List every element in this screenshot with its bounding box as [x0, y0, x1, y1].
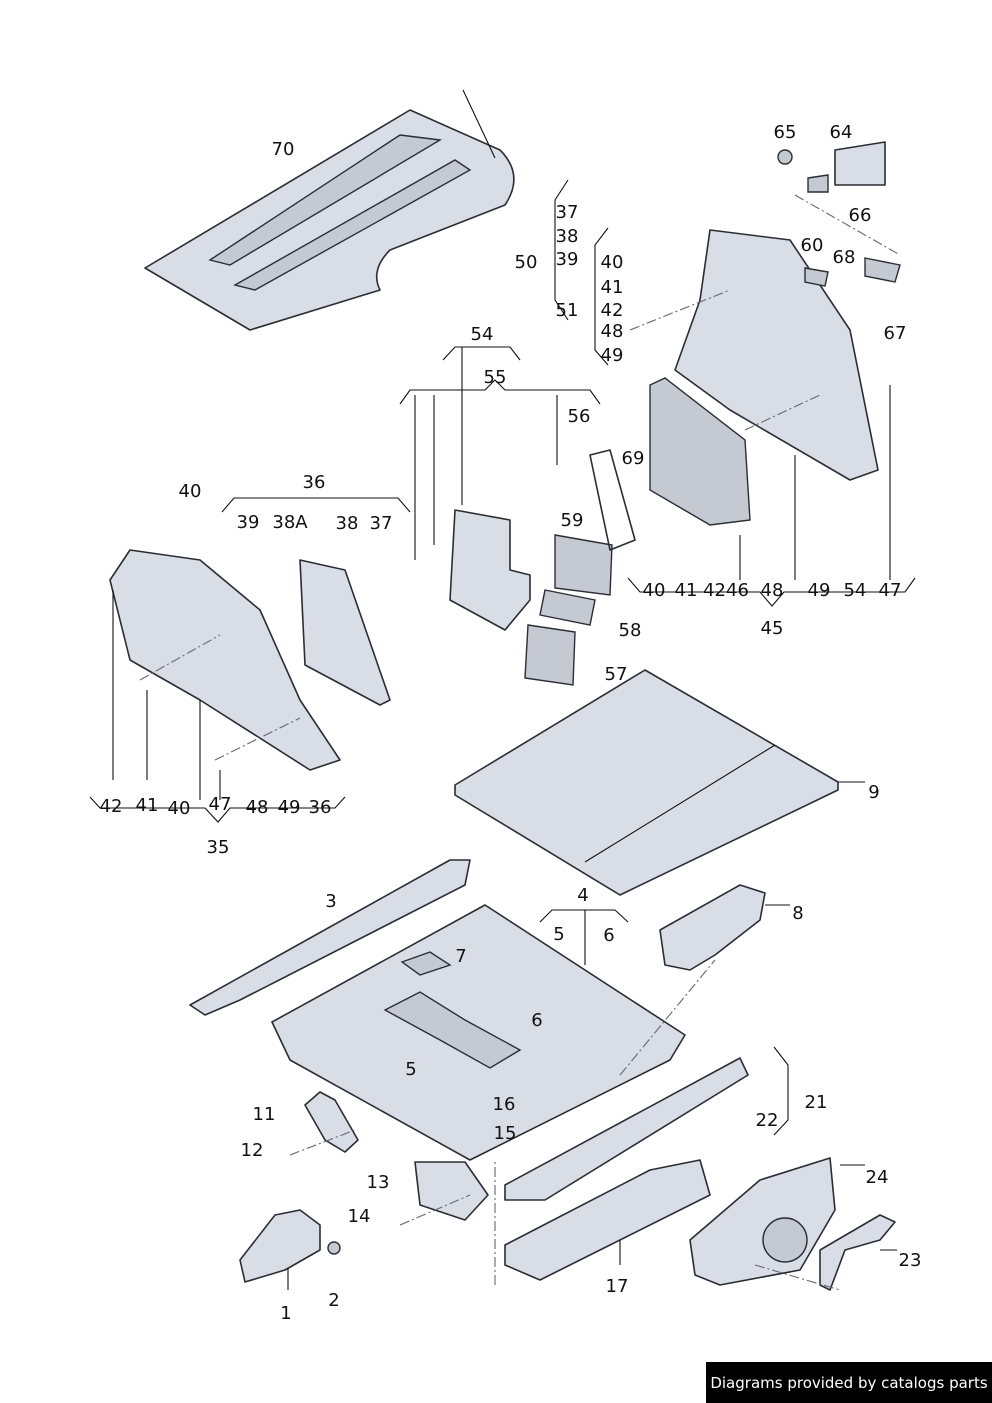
part-number-label[interactable]: 36 [302, 472, 326, 493]
part-number-label[interactable]: 13 [366, 1172, 390, 1193]
part-number-label[interactable]: 35 [206, 837, 230, 858]
part-number-label[interactable]: 41 [674, 580, 698, 601]
part-number-label[interactable]: 38 [555, 226, 579, 247]
part-number-label[interactable]: 70 [271, 139, 295, 160]
part-number-label[interactable]: 8 [792, 903, 804, 924]
part-number-label[interactable]: 49 [277, 797, 301, 818]
part-number-label[interactable]: 24 [865, 1167, 889, 1188]
part-number-label[interactable]: 55 [483, 367, 507, 388]
part-number-label[interactable]: 3 [325, 891, 337, 912]
part-number-label[interactable]: 37 [555, 202, 579, 223]
part-number-label[interactable]: 9 [868, 782, 880, 803]
part-number-label[interactable]: 40 [167, 798, 191, 819]
part-number-label[interactable]: 5 [405, 1059, 417, 1080]
part-number-label[interactable]: 14 [347, 1206, 371, 1227]
part-number-label[interactable]: 11 [252, 1104, 276, 1125]
part-number-label[interactable]: 58 [618, 620, 642, 641]
part-number-label[interactable]: 54 [470, 324, 494, 345]
part-number-label[interactable]: 68 [832, 247, 856, 268]
part-number-label[interactable]: 42 [99, 796, 123, 817]
parcel-shelf [144, 109, 515, 331]
part-number-label[interactable]: 39 [555, 249, 579, 270]
part-number-label[interactable]: 39 [236, 512, 260, 533]
part-number-label[interactable]: 38A [272, 512, 308, 533]
part-number-label[interactable]: 47 [208, 794, 232, 815]
part-number-label[interactable]: 42 [600, 300, 624, 321]
part-number-label[interactable]: 56 [567, 406, 591, 427]
part-number-label[interactable]: 57 [604, 664, 628, 685]
part-number-label[interactable]: 48 [245, 797, 269, 818]
left-side-trim [109, 549, 341, 771]
part-number-label[interactable]: 40 [178, 481, 202, 502]
part-number-label[interactable]: 17 [605, 1276, 629, 1297]
part-number-label[interactable]: 12 [240, 1140, 264, 1161]
part-number-label[interactable]: 54 [843, 580, 867, 601]
part-number-label[interactable]: 67 [883, 323, 907, 344]
part-number-label[interactable]: 5 [553, 924, 565, 945]
part-number-label[interactable]: 7 [455, 946, 467, 967]
part-number-label[interactable]: 22 [755, 1110, 779, 1131]
part-number-label[interactable]: 59 [560, 510, 584, 531]
floor-cover [454, 669, 839, 896]
assembly-lines [139, 194, 901, 1291]
part-number-label[interactable]: 47 [878, 580, 902, 601]
part-number-label[interactable]: 41 [600, 277, 624, 298]
part-number-label[interactable]: 65 [773, 122, 797, 143]
part-number-label[interactable]: 48 [600, 321, 624, 342]
part-number-label[interactable]: 51 [555, 300, 579, 321]
footer-credit: Diagrams provided by catalogs parts [706, 1362, 992, 1403]
part-number-label[interactable]: 6 [603, 925, 615, 946]
part-number-label[interactable]: 45 [760, 618, 784, 639]
part-number-label[interactable]: 16 [492, 1094, 516, 1115]
part-number-label[interactable]: 64 [829, 122, 853, 143]
part-number-label[interactable]: 6 [531, 1010, 543, 1031]
part-number-label[interactable]: 69 [621, 448, 645, 469]
part-number-label[interactable]: 40 [642, 580, 666, 601]
part-number-label[interactable]: 66 [848, 205, 872, 226]
part-number-label[interactable]: 48 [760, 580, 784, 601]
part-number-label[interactable]: 15 [493, 1123, 517, 1144]
part-number-label[interactable]: 37 [369, 513, 393, 534]
part-number-label[interactable]: 38 [335, 513, 359, 534]
part-number-label[interactable]: 41 [135, 795, 159, 816]
part-number-label[interactable]: 2 [328, 1290, 340, 1311]
part-number-label[interactable]: 49 [600, 345, 624, 366]
trim-panel-54 [449, 509, 531, 631]
part-number-label[interactable]: 49 [807, 580, 831, 601]
part-number-label[interactable]: 23 [898, 1250, 922, 1271]
part-number-label[interactable]: 60 [800, 235, 824, 256]
part-number-label[interactable]: 40 [600, 252, 624, 273]
part-number-label[interactable]: 4246 [703, 580, 749, 601]
part-number-label[interactable]: 21 [804, 1092, 828, 1113]
part-number-label[interactable]: 36 [308, 797, 332, 818]
part-number-label[interactable]: 4 [577, 885, 589, 906]
part-number-label[interactable]: 50 [514, 252, 538, 273]
part-number-label[interactable]: 1 [280, 1303, 292, 1324]
leader-lines [89, 179, 916, 1290]
